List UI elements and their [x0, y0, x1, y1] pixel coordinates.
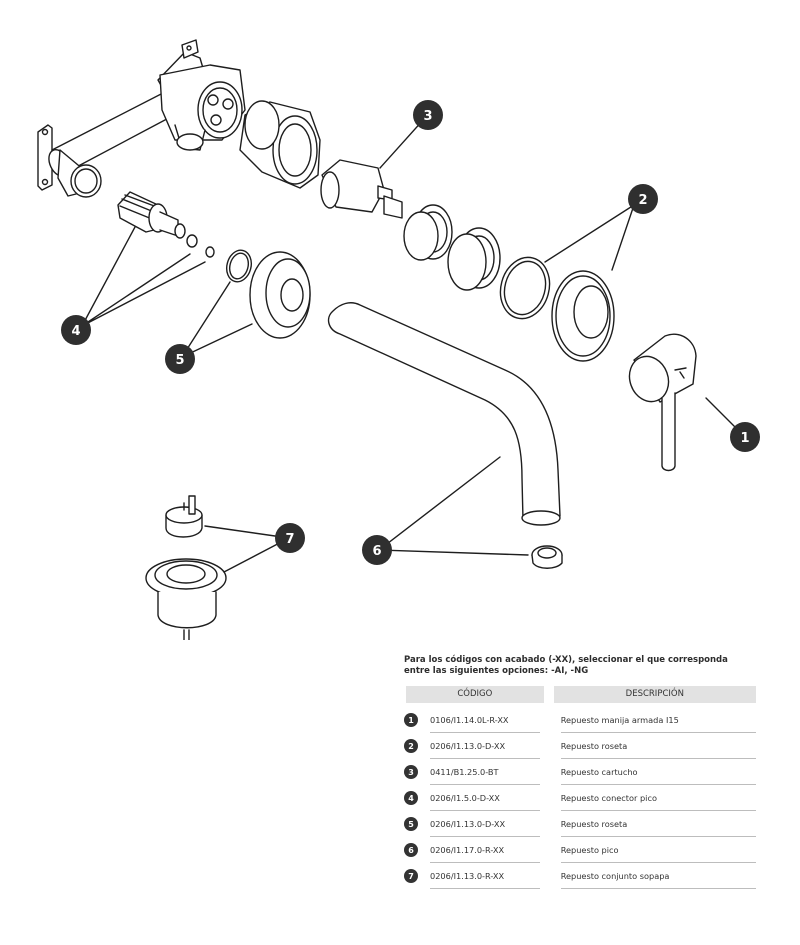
callout-7: 7 — [275, 523, 305, 553]
exploded-faucet-diagram: 1 2 3 4 5 6 7 — [37, 39, 760, 640]
table-row: 1 0106/I1.14.0L-R-XX Repuesto manija armad… — [404, 707, 756, 733]
callout-2: 2 — [628, 184, 658, 214]
part-code: 0206/I1.13.0-R-XX — [430, 863, 540, 889]
callout-5: 5 — [165, 344, 195, 374]
part-number-badge: 7 — [404, 869, 418, 883]
code-column-header: CÓDIGO — [406, 686, 544, 703]
part-description: Repuesto conjunto sopapa — [560, 863, 756, 889]
connector-part — [117, 191, 215, 258]
rosette-part-5 — [225, 249, 311, 339]
callout-6: 6 — [362, 535, 392, 565]
lever-handle-part — [628, 333, 697, 472]
callout-3: 3 — [413, 100, 443, 130]
part-description: Repuesto roseta — [560, 811, 756, 837]
svg-text:1: 1 — [740, 431, 749, 446]
lock-nut-part — [403, 204, 501, 291]
svg-text:2: 2 — [638, 193, 647, 208]
part-number-badge: 3 — [404, 765, 418, 779]
table-row: 6 0206/I1.17.0-R-XX Repuesto pico — [404, 837, 756, 863]
callout-4: 4 — [61, 315, 91, 345]
part-number-badge: 1 — [404, 713, 418, 727]
table-row: 7 0206/I1.13.0-R-XX Repuesto conjunto sopa… — [404, 863, 756, 889]
svg-text:7: 7 — [285, 532, 294, 547]
table-row: 4 0206/I1.5.0-D-XX Repuesto conector pico — [404, 785, 756, 811]
table-row: 5 0206/I1.13.0-D-XX Repuesto roseta — [404, 811, 756, 837]
part-code: 0411/B1.25.0-BT — [430, 759, 540, 785]
cartridge-part — [320, 159, 403, 219]
callout-1: 1 — [730, 422, 760, 452]
part-description: Repuesto manija armada I15 — [560, 707, 756, 733]
table-row: 3 0411/B1.25.0-BT Repuesto cartucho — [404, 759, 756, 785]
part-number-badge: 2 — [404, 739, 418, 753]
parts-table: Para los códigos con acabado (-XX), sele… — [404, 655, 756, 889]
part-description: Repuesto cartucho — [560, 759, 756, 785]
part-code: 0206/I1.5.0-D-XX — [430, 785, 540, 811]
svg-text:3: 3 — [423, 109, 432, 124]
table-header: CÓDIGO DESCRIPCIÓN — [404, 686, 756, 703]
finish-note: Para los códigos con acabado (-XX), sele… — [404, 655, 728, 676]
part-number-badge: 4 — [404, 791, 418, 805]
svg-text:5: 5 — [175, 353, 184, 368]
leader-lines — [81, 118, 746, 573]
description-column-header: DESCRIPCIÓN — [553, 686, 756, 703]
svg-text:6: 6 — [372, 544, 381, 559]
svg-text:4: 4 — [71, 324, 80, 339]
part-code: 0206/I1.13.0-D-XX — [430, 811, 540, 837]
part-description: Repuesto conector pico — [560, 785, 756, 811]
part-description: Repuesto pico — [560, 837, 756, 863]
part-code: 0206/I1.17.0-R-XX — [430, 837, 540, 863]
part-code: 0206/I1.13.0-D-XX — [430, 733, 540, 759]
table-row: 2 0206/I1.13.0-D-XX Repuesto roseta — [404, 733, 756, 759]
table-body: 1 0106/I1.14.0L-R-XX Repuesto manija armad… — [404, 707, 756, 889]
rosette-part-2 — [499, 256, 615, 362]
spout-part — [327, 302, 563, 569]
part-number-badge: 5 — [404, 817, 418, 831]
sleeve-part — [239, 100, 321, 189]
drain-part — [145, 495, 227, 640]
part-code: 0106/I1.14.0L-R-XX — [430, 707, 540, 733]
part-description: Repuesto roseta — [560, 733, 756, 759]
valve-body-part — [37, 39, 246, 198]
part-number-badge: 6 — [404, 843, 418, 857]
